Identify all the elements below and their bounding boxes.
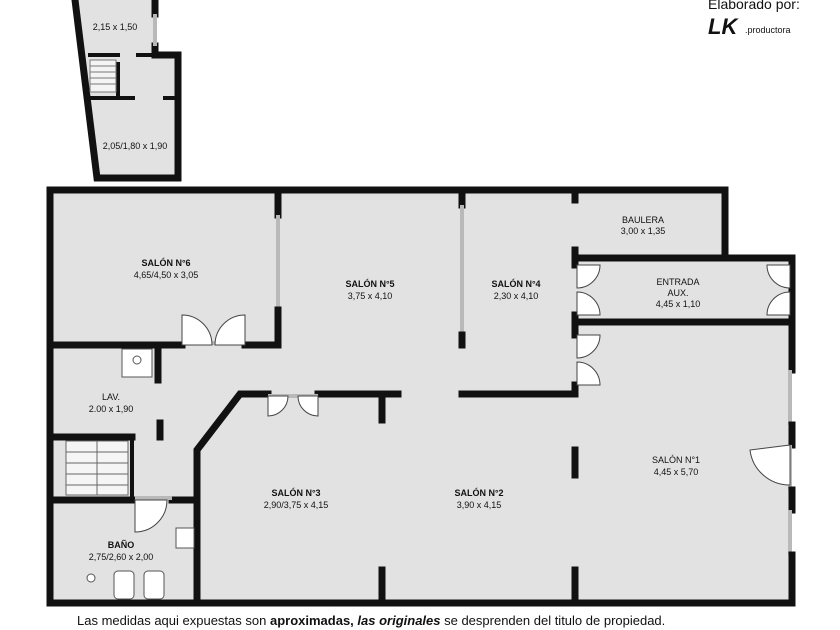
room-salon3-name: SALÓN N°3 (271, 487, 320, 498)
toilet (113, 570, 135, 600)
door-salon3-b (297, 395, 319, 417)
fixtures (86, 348, 195, 600)
room-top2-dims: 2,05/1,80 x 1,90 (103, 141, 168, 151)
room-labels: 2,15 x 1,50 2,05/1,80 x 1,90 SALÓN N°6 4… (89, 22, 701, 562)
room-salon6-name: SALÓN N°6 (141, 257, 190, 268)
interior-walls (51, 186, 796, 607)
shower-drain (86, 573, 96, 583)
room-salon1-name: SALÓN N°1 (652, 455, 700, 465)
room-salon5-name: SALÓN N°5 (345, 278, 394, 289)
room-bano-dims: 2,75/2,60 x 2,00 (89, 552, 154, 562)
stairs (65, 440, 129, 496)
disclaimer-part3: las originales (353, 613, 441, 628)
room-lav-name: LAV. (102, 392, 120, 402)
disclaimer-part4: se desprenden del titulo de propiedad. (440, 613, 666, 628)
room-lav-dims: 2.00 x 1,90 (89, 404, 134, 414)
room-top1-dims: 2,15 x 1,50 (93, 22, 138, 32)
brand-credit: Elaborado por: (708, 0, 800, 12)
room-salon2-name: SALÓN N°2 (454, 487, 503, 498)
door-salon1-a (576, 334, 601, 359)
door-salon6-b (214, 314, 246, 346)
door-salon3-a (267, 395, 289, 417)
doors (134, 264, 791, 533)
room-baulera-dims: 3,00 x 1,35 (621, 226, 666, 236)
door-salon1-street (749, 444, 791, 486)
door-bano (134, 499, 168, 533)
disclaimer-part2: aproximadas, (269, 613, 354, 628)
room-salon1-dims: 4,45 x 5,70 (654, 467, 699, 477)
room-salon5-dims: 3,75 x 4,10 (348, 291, 393, 301)
brand-logo: LK (708, 14, 738, 39)
door-entrada-d (766, 291, 791, 316)
room-baulera-name: BAULERA (622, 215, 664, 225)
door-entrada-c (766, 264, 791, 289)
laundry-sink (121, 348, 153, 378)
floor-fill (50, 0, 792, 600)
washbasin (175, 527, 195, 549)
upper-stairs (89, 59, 117, 93)
room-salon4-name: SALÓN N°4 (491, 278, 540, 289)
room-entrada-name: ENTRADA (656, 277, 699, 287)
room-salon3-dims: 2,90/3,75 x 4,15 (264, 500, 329, 510)
room-entrada-name2: AUX. (667, 288, 688, 298)
main-floor-fill (50, 190, 792, 600)
room-salon2-dims: 3,90 x 4,15 (457, 500, 502, 510)
brand-subtitle: .productora (745, 25, 791, 35)
room-entrada-dims: 4,45 x 1,10 (656, 299, 701, 309)
door-entrada-b (576, 291, 601, 316)
room-bano-name: BAÑO (108, 540, 135, 550)
door-entrada-a (576, 264, 601, 289)
room-salon4-dims: 2,30 x 4,10 (494, 291, 539, 301)
disclaimer-part1: Las medidas aqui expuestas son (77, 613, 270, 628)
disclaimer: Las medidas aqui expuestas son aproximad… (77, 613, 665, 628)
door-salon6 (181, 314, 213, 346)
floor-plan: 2,15 x 1,50 2,05/1,80 x 1,90 SALÓN N°6 4… (46, 0, 796, 607)
upper-walls (71, 0, 182, 182)
bidet (143, 570, 165, 600)
room-salon6-dims: 4,65/4,50 x 3,05 (134, 270, 199, 280)
door-salon1-b (576, 361, 601, 386)
